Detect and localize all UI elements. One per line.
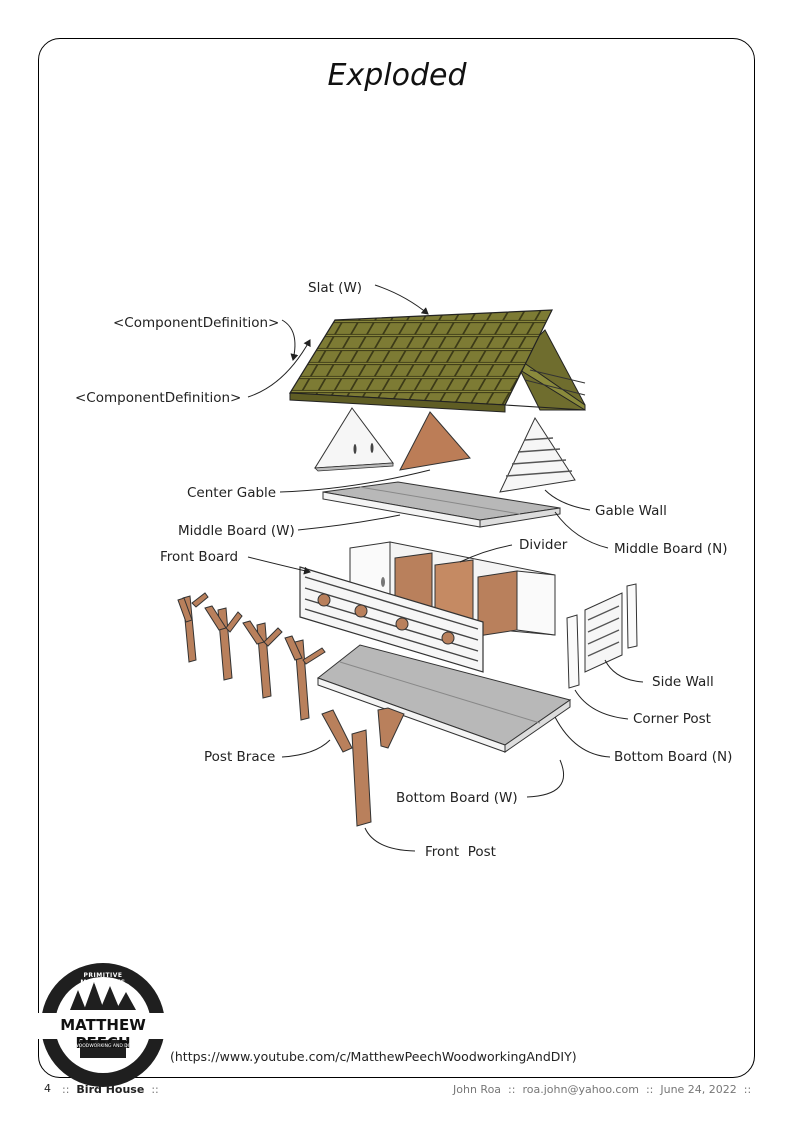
page-title: Exploded <box>327 58 467 93</box>
side-wall <box>566 583 638 689</box>
label-component-definition-1: <ComponentDefinition> <box>113 315 280 331</box>
post-braces <box>177 592 405 827</box>
bottom-board <box>316 644 572 753</box>
footer-email: roa.john@yahoo.com <box>522 1083 639 1096</box>
label-gable-wall: Gable Wall <box>595 503 667 519</box>
label-middle-board-n: Middle Board (N) <box>614 541 728 557</box>
front-board <box>299 566 484 673</box>
footer-sep: :: <box>151 1083 159 1096</box>
footer-right: John Roa :: roa.john@yahoo.com :: June 2… <box>453 1083 751 1096</box>
label-front-board: Front Board <box>160 549 239 565</box>
footer-sep: :: <box>62 1083 70 1096</box>
footer-sep: :: <box>743 1083 752 1096</box>
label-front-post: Front Post <box>425 844 496 860</box>
label-post-brace: Post Brace <box>204 749 276 765</box>
label-center-gable: Center Gable <box>187 485 277 501</box>
footer-project: Bird House <box>76 1083 145 1096</box>
channel-url: (https://www.youtube.com/c/MatthewPeechW… <box>170 1049 577 1064</box>
label-slat-w: Slat (W) <box>308 280 363 296</box>
footer-sep: :: <box>645 1083 654 1096</box>
footer-author: John Roa <box>453 1083 502 1096</box>
roof <box>288 309 586 413</box>
footer-date: June 24, 2022 <box>660 1083 737 1096</box>
label-bottom-board-n: Bottom Board (N) <box>614 749 733 765</box>
gables <box>314 407 576 493</box>
label-bottom-board-w: Bottom Board (W) <box>396 790 518 806</box>
label-divider: Divider <box>519 537 568 553</box>
footer-sep: :: <box>508 1083 516 1096</box>
label-component-definition-2: <ComponentDefinition> <box>75 390 242 406</box>
page-frame <box>38 38 755 1078</box>
page-number: 4 <box>44 1082 51 1095</box>
label-middle-board-w: Middle Board (W) <box>178 523 295 539</box>
middle-board <box>322 481 561 528</box>
logo-sub-text: WOODWORKING AND DIY <box>74 1044 132 1049</box>
label-side-wall: Side Wall <box>652 674 714 690</box>
label-corner-post: Corner Post <box>633 711 711 727</box>
footer-left: :: Bird House :: <box>62 1083 159 1096</box>
logo-arc-text: PRIMITIVE MILLWORKS <box>80 972 126 986</box>
logo-brand: MATTHEW PEECH <box>60 1016 146 1052</box>
leader-lines <box>247 284 644 852</box>
logo <box>38 963 168 1087</box>
